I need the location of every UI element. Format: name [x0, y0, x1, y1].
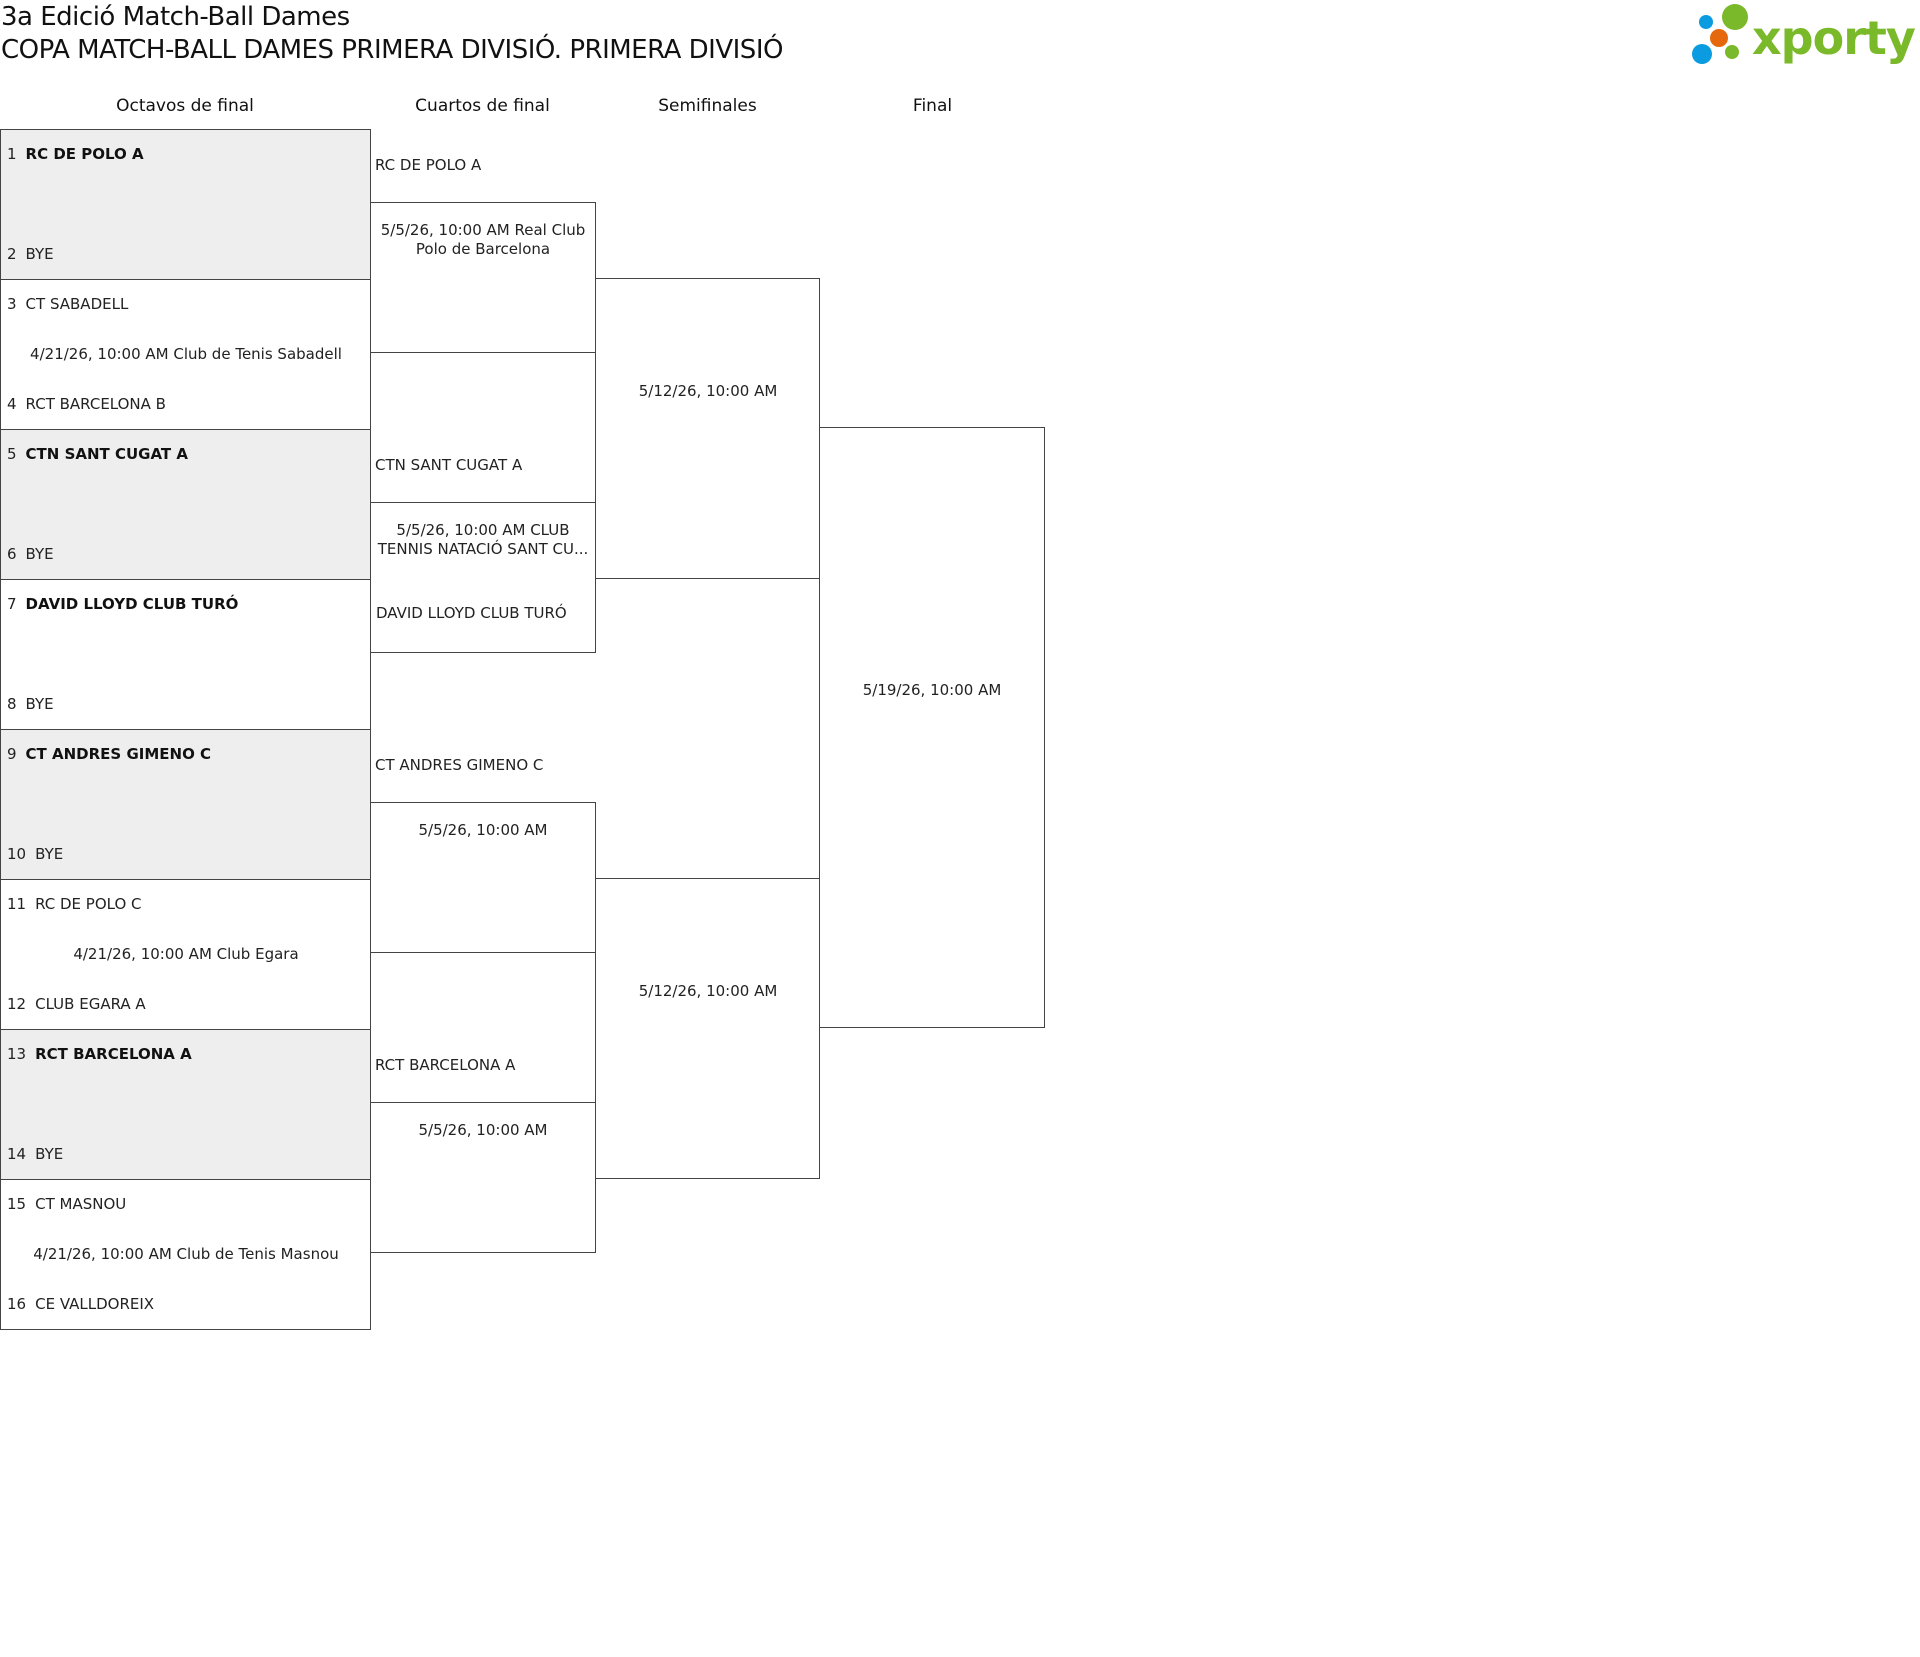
- team-row[interactable]: 9 CT ANDRES GIMENO C: [7, 745, 211, 763]
- match-info: 5/12/26, 10:00 AM: [638, 382, 778, 400]
- seed-number: 11: [7, 895, 27, 913]
- seed-number: 9: [7, 745, 17, 763]
- team-row[interactable]: 5 CTN SANT CUGAT A: [7, 445, 188, 463]
- match-info: 4/21/26, 10:00 AM Club de Tenis Sabadell: [30, 345, 342, 363]
- seed-number: 13: [7, 1045, 27, 1063]
- team-name: BYE: [25, 245, 54, 263]
- team-name: CE VALLDOREIX: [35, 1295, 155, 1313]
- team-name: RC DE POLO C: [35, 895, 142, 913]
- cuartos-match[interactable]: 5/5/26, 10:00 AM: [370, 1102, 596, 1253]
- team-row[interactable]: 7 DAVID LLOYD CLUB TURÓ: [7, 595, 238, 613]
- cuartos-match[interactable]: 5/5/26, 10:00 AM Real Club Polo de Barce…: [370, 202, 596, 353]
- seed-number: 5: [7, 445, 17, 463]
- competition-subtitle: COPA MATCH-BALL DAMES PRIMERA DIVISIÓ. P…: [1, 35, 783, 65]
- team-row[interactable]: 1 RC DE POLO A: [7, 145, 144, 163]
- team-row[interactable]: 12 CLUB EGARA A: [7, 995, 146, 1013]
- team-name: BYE: [35, 845, 64, 863]
- match-info: 5/19/26, 10:00 AM: [862, 681, 1002, 699]
- octavos-match[interactable]: 11 RC DE POLO C 4/21/26, 10:00 AM Club Eg…: [0, 879, 371, 1030]
- cuartos-team-top[interactable]: CT ANDRES GIMENO C: [375, 756, 544, 774]
- team-name: BYE: [25, 545, 54, 563]
- team-row[interactable]: 6 BYE: [7, 545, 54, 563]
- seed-number: 10: [7, 845, 27, 863]
- semifinal-match[interactable]: 5/12/26, 10:00 AM: [595, 878, 820, 1179]
- seed-number: 15: [7, 1195, 27, 1213]
- octavos-match[interactable]: 1 RC DE POLO A 2 BYE: [0, 129, 371, 280]
- cuartos-team-bottom[interactable]: DAVID LLOYD CLUB TURÓ: [376, 604, 567, 622]
- team-row[interactable]: 11 RC DE POLO C: [7, 895, 142, 913]
- match-info: 5/12/26, 10:00 AM: [638, 982, 778, 1000]
- octavos-match[interactable]: 9 CT ANDRES GIMENO C 10 BYE: [0, 729, 371, 880]
- team-row[interactable]: 3 CT SABADELL: [7, 295, 128, 313]
- seed-number: 8: [7, 695, 17, 713]
- semifinal-match[interactable]: 5/12/26, 10:00 AM: [595, 278, 820, 579]
- team-row[interactable]: 13 RCT BARCELONA A: [7, 1045, 192, 1063]
- cuartos-match[interactable]: 5/5/26, 10:00 AM: [370, 802, 596, 953]
- team-row[interactable]: 16 CE VALLDOREIX: [7, 1295, 154, 1313]
- team-name: CLUB EGARA A: [35, 995, 146, 1013]
- match-info: 5/5/26, 10:00 AM Real Club Polo de Barce…: [380, 221, 586, 258]
- seed-number: 3: [7, 295, 17, 313]
- match-info: 5/5/26, 10:00 AM: [418, 1121, 548, 1139]
- svg-text:xporty: xporty: [1752, 11, 1915, 65]
- seed-number: 6: [7, 545, 17, 563]
- round-header-cuartos: Cuartos de final: [415, 96, 550, 116]
- seed-number: 2: [7, 245, 17, 263]
- round-header-final: Final: [912, 96, 953, 116]
- round-header-semis: Semifinales: [658, 96, 757, 116]
- seed-number: 14: [7, 1145, 27, 1163]
- team-name: CT ANDRES GIMENO C: [25, 745, 212, 763]
- team-row[interactable]: 8 BYE: [7, 695, 54, 713]
- seed-number: 4: [7, 395, 17, 413]
- octavos-match[interactable]: 13 RCT BARCELONA A 14 BYE: [0, 1029, 371, 1180]
- team-row[interactable]: 4 RCT BARCELONA B: [7, 395, 166, 413]
- octavos-match[interactable]: 15 CT MASNOU 4/21/26, 10:00 AM Club de Te…: [0, 1179, 371, 1330]
- team-name: RC DE POLO A: [25, 145, 144, 163]
- team-row[interactable]: 10 BYE: [7, 845, 63, 863]
- team-name: RCT BARCELONA B: [25, 395, 166, 413]
- match-info: 5/5/26, 10:00 AM CLUB TENNIS NATACIÓ SAN…: [377, 521, 589, 558]
- team-row[interactable]: 15 CT MASNOU: [7, 1195, 126, 1213]
- team-name: DAVID LLOYD CLUB TURÓ: [25, 595, 239, 613]
- team-name: CT MASNOU: [35, 1195, 127, 1213]
- xporty-logo[interactable]: xporty: [1690, 4, 1917, 68]
- team-name: RCT BARCELONA A: [35, 1045, 192, 1063]
- xporty-logo-icon: xporty: [1692, 4, 1917, 65]
- team-name: BYE: [35, 1145, 64, 1163]
- match-info: 5/5/26, 10:00 AM: [418, 821, 548, 839]
- team-name: BYE: [25, 695, 54, 713]
- final-match[interactable]: 5/19/26, 10:00 AM: [819, 427, 1045, 1028]
- team-name: CT SABADELL: [25, 295, 129, 313]
- cuartos-match[interactable]: 5/5/26, 10:00 AM CLUB TENNIS NATACIÓ SAN…: [370, 502, 596, 653]
- seed-number: 1: [7, 145, 17, 163]
- seed-number: 12: [7, 995, 27, 1013]
- seed-number: 7: [7, 595, 17, 613]
- team-row[interactable]: 2 BYE: [7, 245, 54, 263]
- seed-number: 16: [7, 1295, 27, 1313]
- cuartos-team-top[interactable]: RCT BARCELONA A: [375, 1056, 516, 1074]
- tournament-title: 3a Edició Match-Ball Dames: [1, 2, 350, 32]
- octavos-match[interactable]: 3 CT SABADELL 4/21/26, 10:00 AM Club de T…: [0, 279, 371, 430]
- cuartos-team-top[interactable]: RC DE POLO A: [375, 156, 482, 174]
- team-row[interactable]: 14 BYE: [7, 1145, 63, 1163]
- octavos-match[interactable]: 7 DAVID LLOYD CLUB TURÓ 8 BYE: [0, 579, 371, 730]
- cuartos-team-top[interactable]: CTN SANT CUGAT A: [375, 456, 523, 474]
- round-header-octavos: Octavos de final: [116, 96, 254, 116]
- team-name: CTN SANT CUGAT A: [25, 445, 188, 463]
- octavos-match[interactable]: 5 CTN SANT CUGAT A 6 BYE: [0, 429, 371, 580]
- match-info: 4/21/26, 10:00 AM Club de Tenis Masnou: [33, 1245, 339, 1263]
- match-info: 4/21/26, 10:00 AM Club Egara: [73, 945, 299, 963]
